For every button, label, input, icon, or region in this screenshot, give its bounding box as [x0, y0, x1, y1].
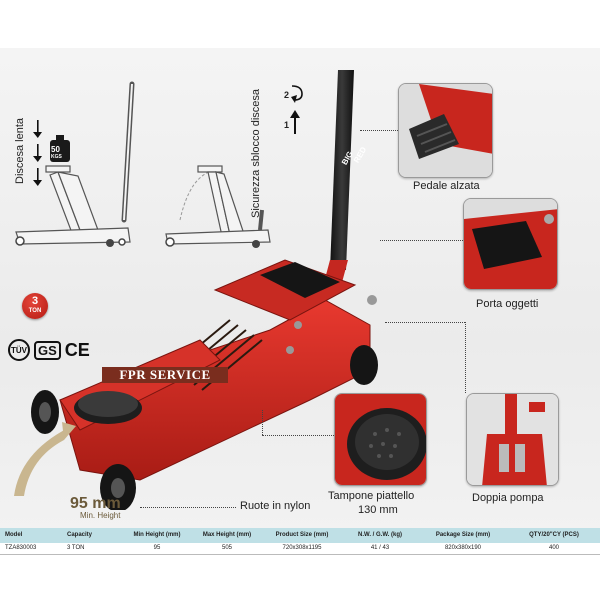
pedal-label: Pedale alzata: [413, 180, 480, 192]
cell-capacity: 3 TON: [62, 543, 122, 555]
floor-jack-image: [31, 70, 378, 510]
pedal-callout-line: [360, 130, 398, 131]
tray-callout-line: [380, 240, 463, 241]
min-height-callout: 95 mm Min. Height: [70, 496, 130, 520]
cell-qty: 400: [508, 543, 600, 555]
pump-callout-line: [385, 322, 465, 323]
header-min-height: Min Height (mm): [122, 528, 192, 543]
ce-logo: CE: [64, 339, 90, 360]
safety-release-diagram: [165, 165, 271, 248]
cell-weight: 41 / 43: [342, 543, 418, 555]
header-capacity: Capacity: [62, 528, 122, 543]
wheels-label: Ruote in nylon: [240, 500, 311, 512]
spec-table-header-row: Model Capacity Min Height (mm) Max Heigh…: [0, 528, 600, 543]
cell-max-height: 505: [192, 543, 262, 555]
header-weight: N.W. / G.W. (kg): [342, 528, 418, 543]
spec-table: Model Capacity Min Height (mm) Max Heigh…: [0, 528, 600, 555]
header-qty: QTY/20"CY (PCS): [508, 528, 600, 543]
min-height-label: Min. Height: [80, 511, 121, 520]
min-height-value: 95 mm: [70, 495, 121, 512]
pump-callout-vline: [465, 322, 466, 393]
header-package-size: Package Size (mm): [418, 528, 508, 543]
min-height-arrow: [14, 422, 76, 496]
tray-label: Porta oggetti: [476, 298, 539, 310]
release-steps-icon: [290, 85, 303, 134]
saddle-label-line2: 130 mm: [358, 504, 398, 516]
weight-top-text: 50: [51, 145, 60, 154]
step-2-text: 2: [284, 90, 290, 100]
tray-thumbnail: [463, 198, 558, 290]
capacity-badge: 3 TON: [22, 293, 48, 319]
cell-package-size: 820x380x190: [418, 543, 508, 555]
cell-min-height: 95: [122, 543, 192, 555]
header-max-height: Max Height (mm): [192, 528, 262, 543]
gs-logo: GS: [34, 340, 61, 360]
tuv-logo: TÜV: [8, 339, 30, 361]
capacity-unit: TON: [28, 308, 42, 314]
step-1-text: 1: [284, 120, 290, 130]
saddle-callout-line: [262, 435, 334, 436]
table-row: TZA830003 3 TON 95 505 720x308x1195 41 /…: [0, 543, 600, 555]
header-product-size: Product Size (mm): [262, 528, 342, 543]
wheels-callout-line: [140, 507, 236, 508]
slow-descent-diagram: [15, 81, 135, 247]
pump-thumbnail: [466, 393, 559, 486]
pump-label: Doppia pompa: [472, 492, 544, 504]
saddle-callout-vline: [262, 410, 263, 435]
weight-bottom-text: KGS: [51, 154, 62, 160]
saddle-label-line1: Tampone piattello: [328, 490, 415, 502]
cell-model: TZA830003: [0, 543, 62, 555]
fpr-service-watermark: FPR SERVICE: [102, 367, 228, 383]
header-model: Model: [0, 528, 62, 543]
certification-logos: TÜV GS CE: [8, 338, 90, 362]
saddle-thumbnail: [334, 393, 427, 486]
cell-product-size: 720x308x1195: [262, 543, 342, 555]
capacity-number: 3: [31, 295, 39, 307]
pedal-thumbnail: [398, 83, 493, 178]
